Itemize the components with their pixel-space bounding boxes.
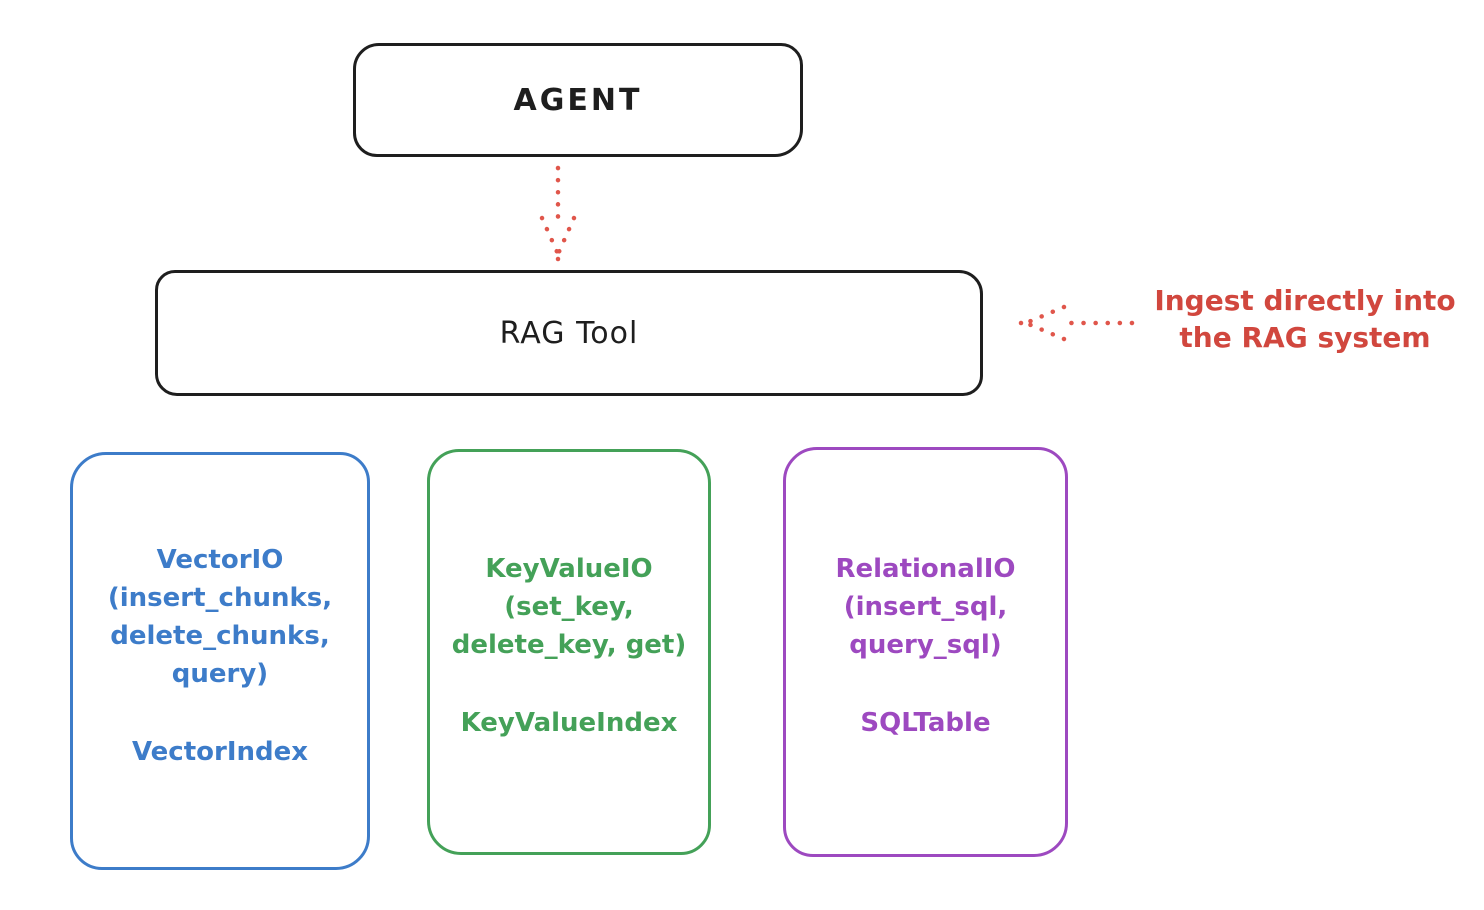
relational-io-line: query_sql) [849, 630, 1002, 660]
keyvalue-index-label: KeyValueIndex [460, 708, 678, 738]
rag-tool-box-label: RAG Tool [499, 315, 639, 351]
vector-io-line: VectorIO [156, 545, 284, 575]
keyvalue-io-line: KeyValueIO [485, 554, 653, 584]
relational-io-box: RelationalIO (insert_sql, query_sql) SQL… [783, 447, 1068, 857]
relational-io-line: RelationalIO [835, 554, 1016, 584]
ingest-annotation: Ingest directly into the RAG system [1135, 282, 1475, 356]
agent-box: AGENT [353, 43, 803, 157]
sql-table-label: SQLTable [860, 708, 991, 738]
agent-box-label: AGENT [513, 82, 643, 118]
agent-to-rag-arrow-icon [539, 165, 577, 262]
relational-io-line: (insert_sql, [843, 592, 1008, 622]
vector-io-line: (insert_chunks, [107, 583, 333, 613]
vector-index-label: VectorIndex [131, 737, 309, 767]
rag-tool-box: RAG Tool [155, 270, 983, 396]
ingest-annotation-line1: Ingest directly into [1154, 284, 1456, 317]
keyvalue-io-line: (set_key, [504, 592, 634, 622]
vector-io-box: VectorIO (insert_chunks, delete_chunks, … [70, 452, 370, 870]
keyvalue-io-box: KeyValueIO (set_key, delete_key, get) Ke… [427, 449, 711, 855]
vector-io-line: delete_chunks, [110, 621, 330, 651]
annotation-to-rag-arrow-icon [1018, 304, 1135, 342]
vector-io-line: query) [171, 659, 269, 689]
ingest-annotation-line2: the RAG system [1179, 321, 1431, 354]
keyvalue-io-line: delete_key, get) [451, 630, 687, 660]
